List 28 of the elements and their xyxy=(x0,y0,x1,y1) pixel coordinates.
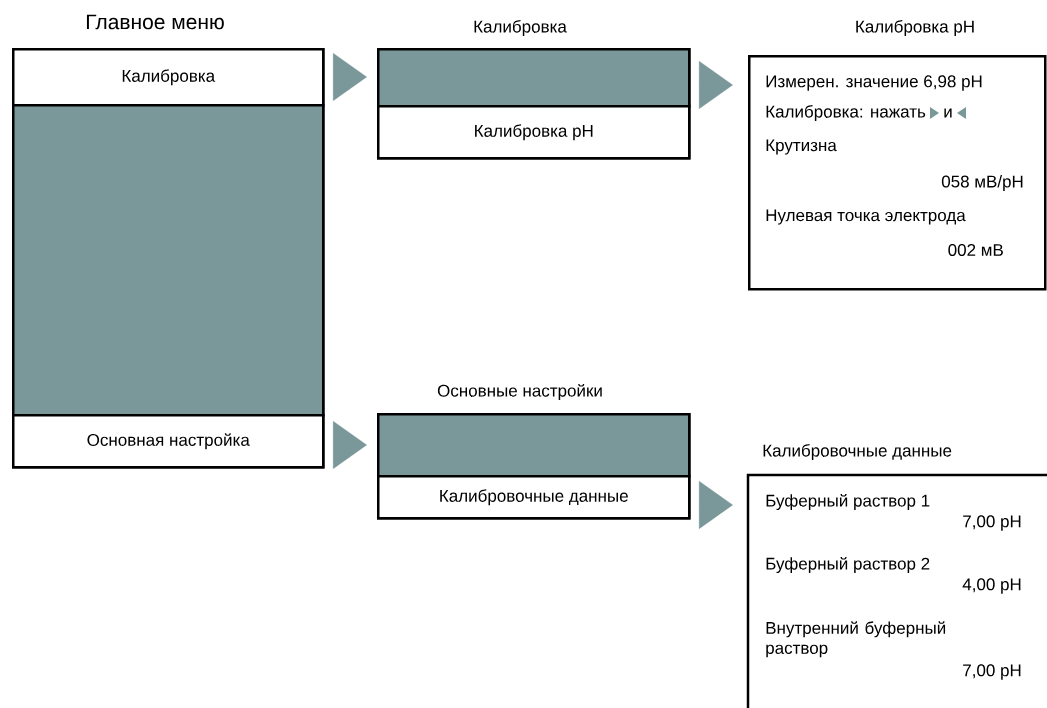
screen-text: Буферный раствор 2 xyxy=(766,556,930,574)
screen-text: Калибровка: нажать xyxy=(766,105,926,121)
screen-text: Измерен. значение 6,98 pH xyxy=(766,75,982,91)
screen-text: 058 мВ/pH xyxy=(941,175,1023,191)
arrow xyxy=(698,61,733,109)
arrow xyxy=(332,421,367,469)
panel-title: Калибровка xyxy=(474,20,567,36)
screen-text: Нулевая точка электрода xyxy=(766,209,966,225)
screen-text: 002 мВ xyxy=(948,243,1003,256)
menu-item: Основная настройка xyxy=(12,414,325,469)
panel-title: Основные настройки xyxy=(437,383,602,401)
arrow xyxy=(332,53,367,101)
screen-text: 7,00 pH xyxy=(963,664,1021,680)
menu-item: Калибровочные данные xyxy=(377,475,691,520)
screen-text: и xyxy=(944,108,952,118)
panel-title: Главное меню xyxy=(86,14,224,30)
screen-text: 7,00 pH xyxy=(963,515,1021,531)
menu-item: Калибровка pH xyxy=(377,105,691,160)
screen-text: Крутизна xyxy=(766,139,837,155)
highlight-bar xyxy=(377,413,691,478)
panel-title: Калибровочные данные xyxy=(763,444,952,460)
screen-text: Буферный раствор 1 xyxy=(766,493,930,511)
screen-text: 4,00 pH xyxy=(962,578,1021,594)
arrow xyxy=(698,481,733,529)
highlight-bar xyxy=(12,104,325,417)
screen-text: Внутренний буферный раствор xyxy=(766,621,946,658)
highlight-bar xyxy=(377,48,691,108)
panel-title: Калибровка pH xyxy=(856,20,974,36)
